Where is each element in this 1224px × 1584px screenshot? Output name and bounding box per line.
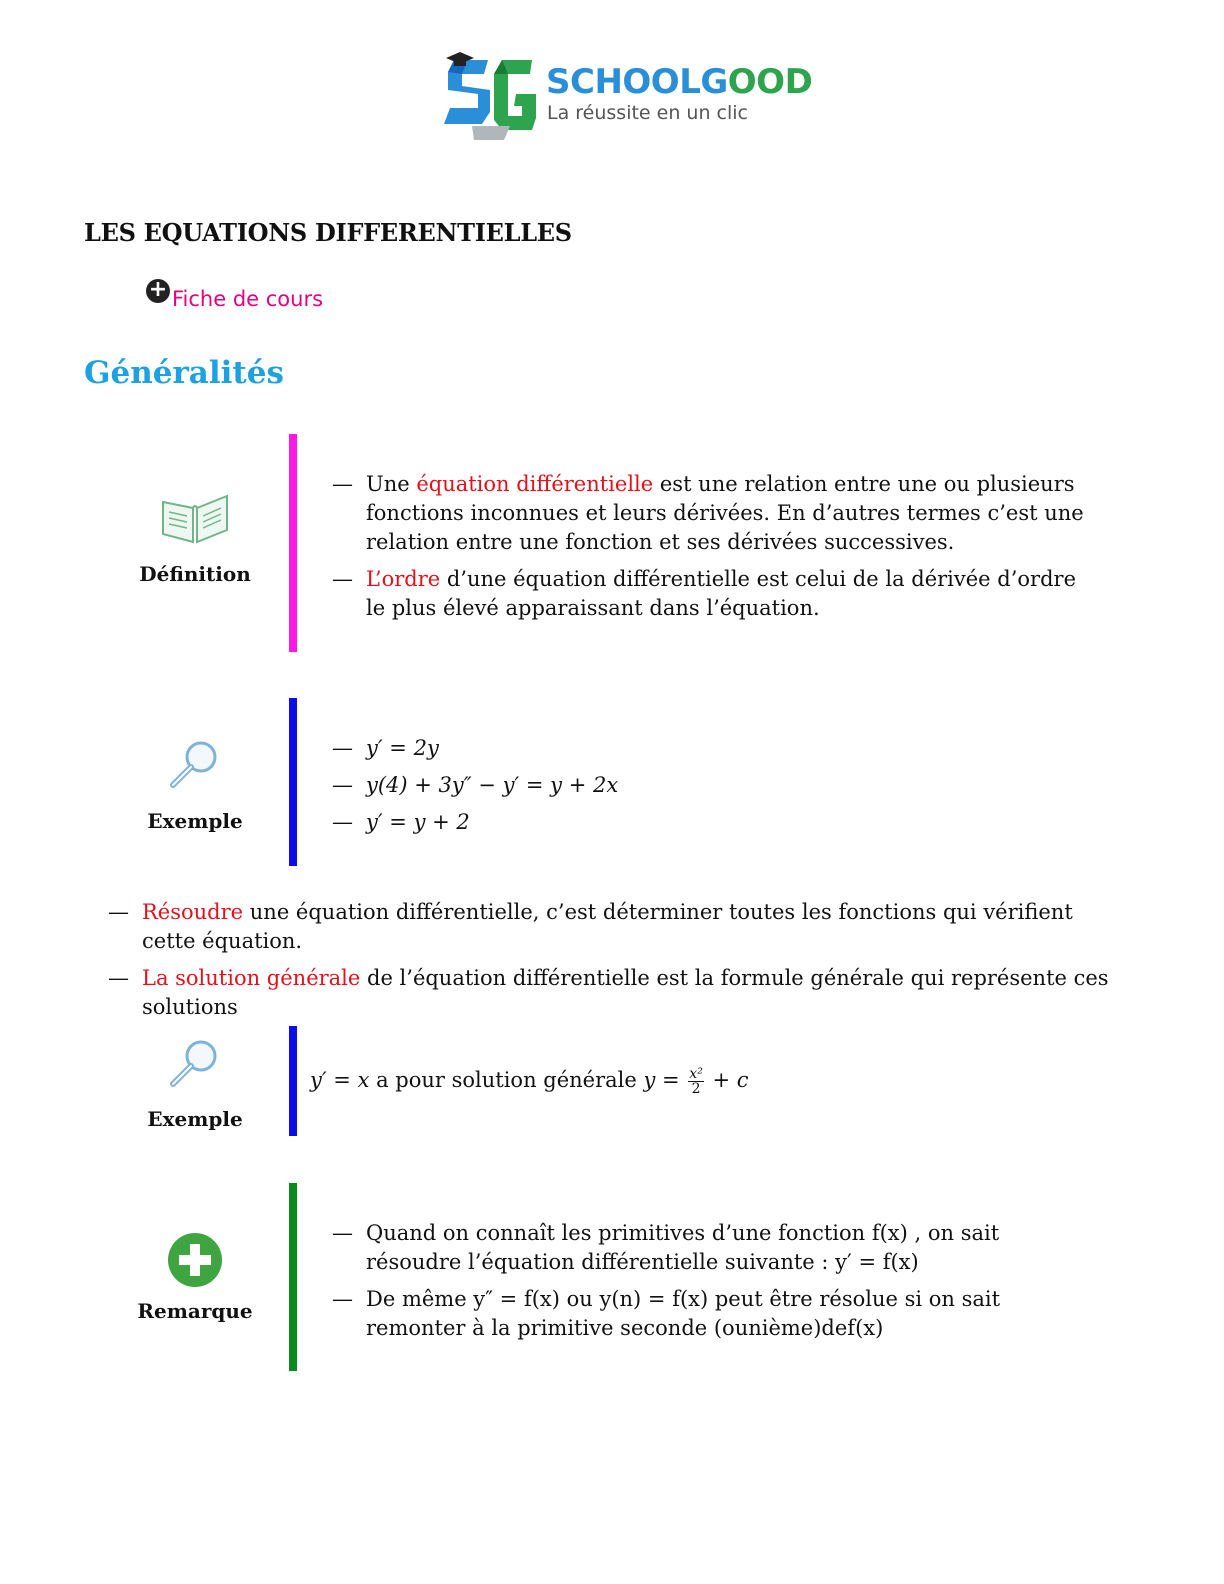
definition-item: L’ordre d’une équation différentielle es… <box>332 565 1092 623</box>
equation-item: y′ = y + 2 <box>332 808 1032 837</box>
magnifier-icon <box>170 741 217 788</box>
magnifier-icon <box>170 1040 217 1087</box>
remark-item: De même y″ = f(x) ou y(n) = f(x) peut êt… <box>332 1285 1092 1343</box>
fiche-link-label[interactable]: Fiche de cours <box>172 287 324 311</box>
example-equations: y′ = 2y y(4) + 3y″ − y′ = y + 2x y′ = y … <box>332 734 1032 845</box>
example-icon-wrap <box>115 1034 275 1098</box>
example-bar <box>289 1026 297 1136</box>
example-icon-wrap <box>115 735 275 799</box>
sg-emblem-icon <box>444 52 536 140</box>
definition-item: Une équation différentielle est une rela… <box>332 470 1092 557</box>
definition-bar <box>289 434 297 652</box>
section-title: Généralités <box>84 355 284 391</box>
remark-item: Quand on connaît les primitives d’une fo… <box>332 1219 1092 1277</box>
definition-list: Une équation différentielle est une rela… <box>332 470 1092 631</box>
solution-item: La solution générale de l’équation diffé… <box>108 964 1130 1022</box>
equation-item: y′ = 2y <box>332 734 1032 763</box>
definition-label: Définition <box>139 562 251 586</box>
solution-item: Résoudre une équation différentielle, c’… <box>108 898 1130 956</box>
logo-tagline: La réussite en un clic <box>547 102 748 124</box>
equation-item: y(4) + 3y″ − y′ = y + 2x <box>332 771 1032 800</box>
example-label: Exemple <box>147 809 243 833</box>
remark-label: Remarque <box>137 1299 253 1323</box>
plus-circle-icon <box>168 1233 222 1287</box>
logo-wordmark: SCHOOLGOOD <box>546 62 813 102</box>
remark-bar <box>289 1183 297 1371</box>
open-book-icon <box>162 494 228 544</box>
definition-icon-wrap <box>115 488 275 550</box>
solution-definitions: Résoudre une équation différentielle, c’… <box>108 898 1130 1030</box>
example-bar <box>289 698 297 866</box>
fiche-de-cours-link[interactable]: + Fiche de cours <box>146 277 323 311</box>
example-label: Exemple <box>147 1107 243 1131</box>
remark-list: Quand on connaît les primitives d’une fo… <box>332 1219 1092 1351</box>
plus-circle-icon: + <box>146 279 170 303</box>
schoolgood-logo <box>440 46 780 146</box>
document-title: LES EQUATIONS DIFFERENTIELLES <box>84 218 572 247</box>
remark-icon-wrap <box>115 1232 275 1292</box>
